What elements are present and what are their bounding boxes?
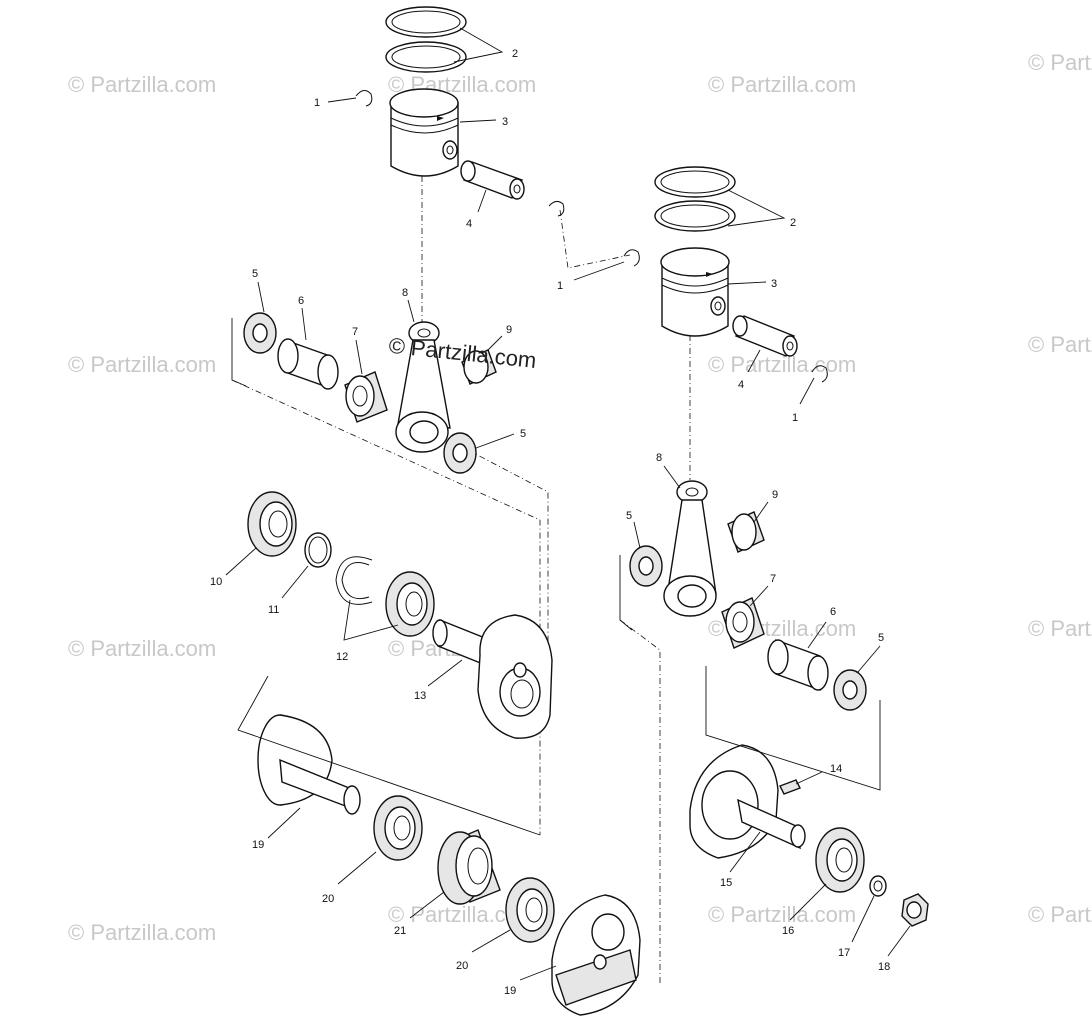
left-crank-pin [277,338,339,390]
left-flywheel-shaft [257,714,361,815]
watermark: © Partzilla.com [1028,332,1092,357]
left-piston [389,88,459,177]
callout-20-left-lower: 20 [456,960,468,972]
left-needle-bearings [344,349,497,423]
right-piston-rings [654,166,736,232]
right-crank-pin [767,639,829,691]
watermark: © Partzilla.com [68,920,216,945]
watermark: © Partzilla.com [1028,902,1092,927]
watermark: © Partzilla.com [1028,616,1092,641]
left-labyrinth-seal [437,829,501,905]
callout-8-left: 8 [402,287,408,299]
left-piston-pin [460,160,525,200]
left-crank-half [432,614,553,739]
right-callouts: 2 1 3 4 1 8 9 5 7 6 5 14 15 16 17 18 [557,217,890,973]
callout-5-right-lower: 5 [878,632,884,644]
right-connecting-rod [663,480,717,617]
callout-14-right: 14 [830,763,842,775]
left-leaders [225,27,557,981]
watermark: © Partzilla.com [708,902,856,927]
right-lock-washer [869,875,887,897]
right-leaders [573,189,911,957]
watermark-layer: © Partzilla.com © Partzilla.com © Partzi… [68,50,1092,945]
callout-13-left: 13 [414,690,426,702]
left-outer-bearings [373,795,555,943]
callout-5-right-upper: 5 [626,510,632,522]
callout-9-left: 9 [506,324,512,336]
left-circlips [355,90,565,217]
callout-2-right: 2 [790,217,796,229]
callout-6-right: 6 [830,606,836,618]
callout-7-right: 7 [770,573,776,585]
callout-17-right: 17 [838,947,850,959]
callout-10-left: 10 [210,576,222,588]
callout-1-right-upper: 1 [557,280,563,292]
right-piston-pin [732,315,798,357]
left-snap-rings [304,532,373,605]
callout-9-right: 9 [772,489,778,501]
right-piston [660,247,730,337]
callout-4-left: 4 [466,218,472,230]
callout-4-right: 4 [738,379,744,391]
right-outer-bearing [815,827,865,893]
callout-1-left: 1 [314,97,320,109]
callout-5-left-lower: 5 [520,428,526,440]
callout-12-left: 12 [336,651,348,663]
right-crank-half [689,744,806,859]
callout-15-right: 15 [720,877,732,889]
callout-7-left: 7 [352,326,358,338]
watermark: © Partzilla.com [68,636,216,661]
watermark: © Partzilla.com [1028,50,1092,75]
callout-6-left: 6 [298,295,304,307]
left-callouts: 2 1 3 4 5 6 7 8 9 5 10 11 12 13 19 20 21… [210,48,526,997]
callout-3-left: 3 [502,116,508,128]
right-woodruff-key [779,779,801,795]
callout-11-left: 11 [268,604,279,616]
callout-3-right: 3 [771,278,777,290]
watermark: © Partzilla.com [708,72,856,97]
watermark: © Partzilla.com [708,352,856,377]
right-nut [901,893,929,927]
callout-18-right: 18 [878,961,890,973]
right-needle-bearings [721,511,765,649]
watermark: © Partzilla.com [68,72,216,97]
left-main-bearing [247,491,297,557]
left-thrust-washers [243,312,477,474]
left-piston-rings [385,6,467,73]
left-counterweight [551,894,641,1016]
left-inner-bearing [385,571,435,637]
callout-21-left: 21 [394,925,406,937]
callout-5-left-upper: 5 [252,268,258,280]
right-thrust-washers [629,545,867,711]
callout-2-left: 2 [512,48,518,60]
callout-16-right: 16 [782,925,794,937]
callout-1-right-lower: 1 [792,412,798,424]
callout-8-right: 8 [656,452,662,464]
right-circlips [623,249,828,383]
left-connecting-rod [395,321,451,453]
callout-20-left-upper: 20 [322,893,334,905]
watermark: © Partzilla.com [68,352,216,377]
callout-19-left-lower: 19 [504,985,516,997]
callout-19-left-upper: 19 [252,839,264,851]
